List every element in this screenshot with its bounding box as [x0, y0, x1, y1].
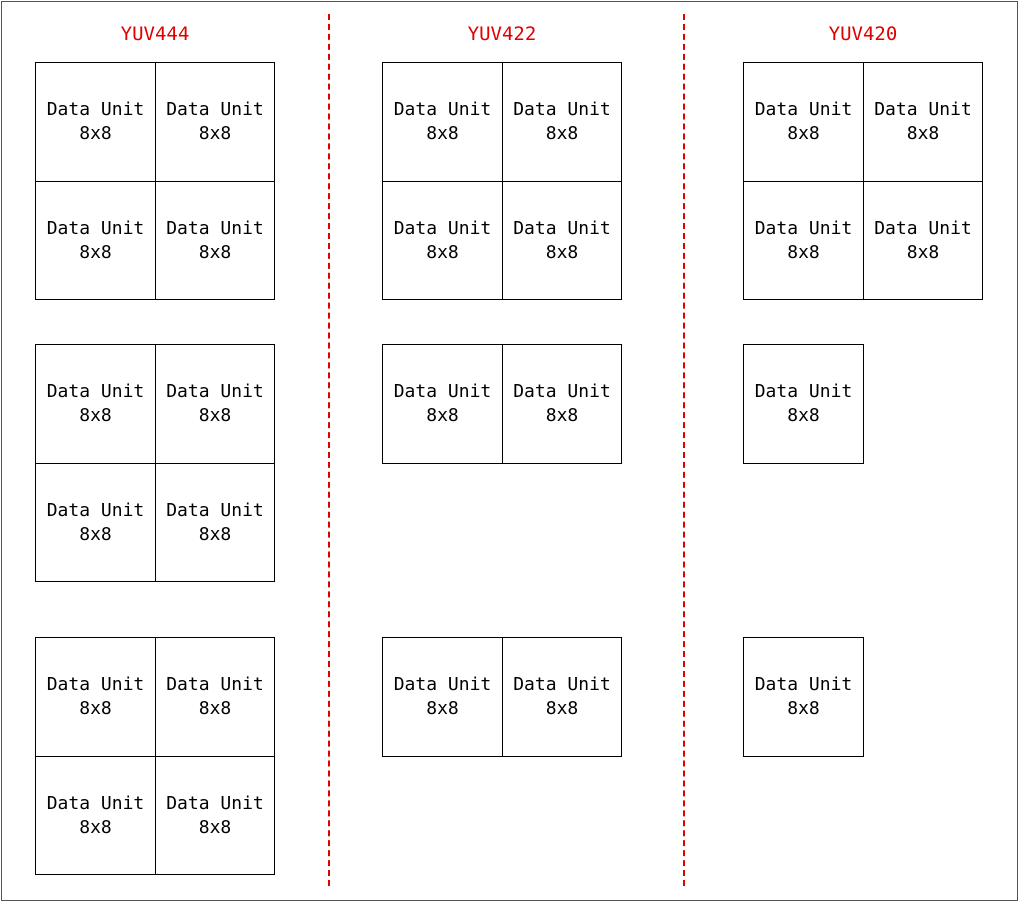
cell-size: 8x8 [198, 816, 232, 838]
cell-label: Data Unit [393, 99, 492, 120]
cell-label: Data Unit [393, 674, 492, 695]
cell-size: 8x8 [906, 123, 940, 144]
cell-label: Data Unit [513, 217, 611, 239]
cell-label: Data Unit [874, 217, 972, 239]
cell-size: 8x8 [787, 405, 820, 426]
data-unit-cell: Data Unit 8x8 [383, 345, 502, 463]
cell-label: Data Unit [46, 792, 145, 814]
cell-size: 8x8 [198, 698, 232, 719]
cell-size: 8x8 [198, 405, 232, 426]
cell-size: 8x8 [79, 816, 112, 838]
data-unit-cell: Data Unit 8x8 [744, 345, 863, 463]
data-unit-cell: Data Unit 8x8 [383, 63, 502, 181]
cell-size: 8x8 [787, 698, 820, 719]
cell-size: 8x8 [426, 123, 459, 144]
cell-label: Data Unit [46, 381, 145, 402]
data-unit-block: Data Unit 8x8 [743, 637, 864, 757]
cell-label: Data Unit [513, 381, 611, 402]
cell-size: 8x8 [426, 698, 459, 719]
data-unit-cell: Data Unit 8x8 [155, 638, 274, 756]
data-unit-cell: Data Unit 8x8 [36, 63, 155, 181]
column-title-yuv444: YUV444 [120, 23, 190, 45]
cell-size: 8x8 [545, 405, 579, 426]
cell-label: Data Unit [513, 99, 611, 120]
cell-size: 8x8 [545, 241, 579, 263]
column-title-yuv420: YUV420 [828, 23, 898, 45]
cell-label: Data Unit [46, 499, 145, 521]
cell-label: Data Unit [393, 381, 492, 402]
cell-label: Data Unit [513, 674, 611, 695]
cell-size: 8x8 [79, 123, 112, 144]
column-divider-1 [328, 14, 330, 886]
cell-size: 8x8 [906, 241, 940, 263]
cell-label: Data Unit [46, 217, 145, 239]
cell-size: 8x8 [545, 123, 579, 144]
data-unit-cell: Data Unit 8x8 [155, 345, 274, 463]
data-unit-block: Data Unit 8x8 [743, 344, 864, 464]
cell-label: Data Unit [754, 217, 853, 239]
cell-label: Data Unit [166, 99, 264, 120]
cell-label: Data Unit [46, 99, 145, 120]
cell-label: Data Unit [166, 792, 264, 814]
cell-size: 8x8 [79, 405, 112, 426]
cell-size: 8x8 [198, 123, 232, 144]
data-unit-cell: Data Unit 8x8 [863, 63, 982, 181]
cell-size: 8x8 [79, 698, 112, 719]
data-unit-cell: Data Unit 8x8 [155, 63, 274, 181]
cell-size: 8x8 [426, 241, 459, 263]
data-unit-cell: Data Unit 8x8 [744, 638, 863, 756]
cell-size: 8x8 [79, 241, 112, 263]
cell-label: Data Unit [874, 99, 972, 120]
cell-size: 8x8 [426, 405, 459, 426]
cell-label: Data Unit [166, 381, 264, 402]
cell-size: 8x8 [198, 241, 232, 263]
cell-label: Data Unit [166, 217, 264, 239]
cell-label: Data Unit [754, 381, 853, 402]
data-unit-cell: Data Unit 8x8 [502, 638, 621, 756]
cell-size: 8x8 [787, 241, 820, 263]
cell-label: Data Unit [166, 674, 264, 695]
cell-size: 8x8 [79, 523, 112, 545]
cell-label: Data Unit [754, 674, 853, 695]
data-unit-cell: Data Unit 8x8 [383, 638, 502, 756]
column-divider-2 [683, 14, 685, 886]
cell-label: Data Unit [393, 217, 492, 239]
cell-label: Data Unit [754, 99, 853, 120]
data-unit-cell: Data Unit 8x8 [744, 63, 863, 181]
data-unit-block: Data Unit 8x8 Data Unit 8x8 [382, 344, 622, 464]
data-unit-cell: Data Unit 8x8 [502, 63, 621, 181]
cell-size: 8x8 [545, 698, 579, 719]
cell-size: 8x8 [198, 523, 232, 545]
data-unit-cell: Data Unit 8x8 [36, 638, 155, 756]
cell-label: Data Unit [46, 674, 145, 695]
data-unit-cell: Data Unit 8x8 [502, 345, 621, 463]
cell-label: Data Unit [166, 499, 264, 521]
data-unit-cell: Data Unit 8x8 [36, 345, 155, 463]
cell-size: 8x8 [787, 123, 820, 144]
data-unit-block: Data Unit 8x8 Data Unit 8x8 [382, 637, 622, 757]
column-title-yuv422: YUV422 [467, 23, 537, 45]
